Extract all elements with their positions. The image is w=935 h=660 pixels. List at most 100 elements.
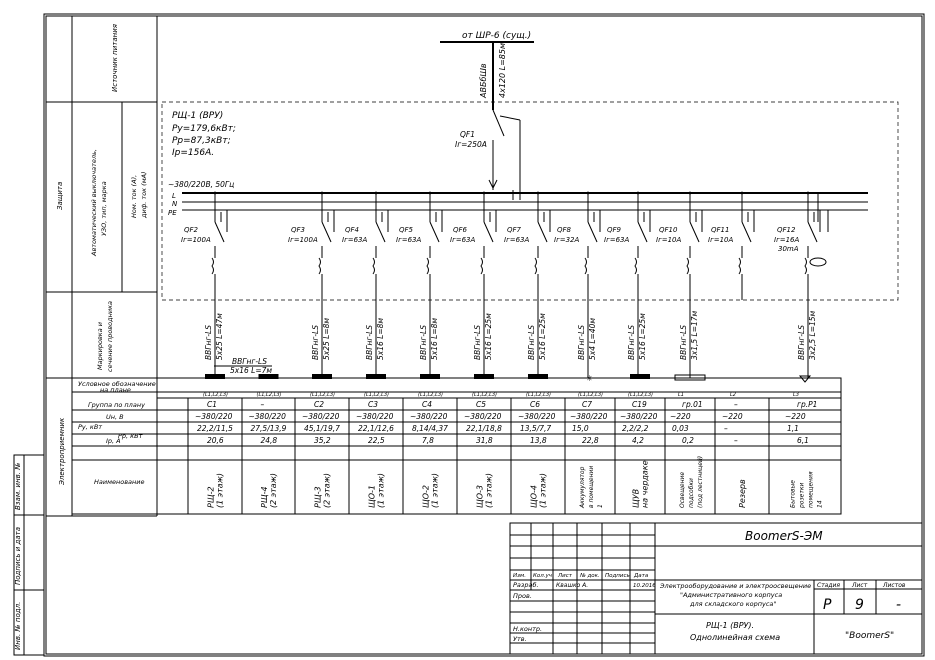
- cell-current: 20,6: [207, 436, 224, 445]
- cell-un: ~380/220: [410, 412, 448, 421]
- tb-razrab-label: Разраб.: [513, 581, 539, 589]
- cable-name: ВВГнг-LS: [365, 325, 374, 360]
- symbol-label: (L1,L2,L3): [628, 392, 653, 398]
- cell-un: ~380/220: [195, 412, 233, 421]
- cell-group: –: [261, 400, 265, 409]
- cable-name: ВВГнг-LS: [204, 325, 213, 360]
- cable-name: ВВГнг-LS: [473, 325, 482, 360]
- cell-un: ~220: [785, 412, 806, 421]
- cell-current: 24,8: [261, 436, 278, 445]
- symbol-label: (L1,L2,L3): [310, 392, 335, 398]
- feeder-cable: АВБбШв: [479, 63, 488, 99]
- panel-voltage: ~380/220В, 50Гц: [168, 180, 234, 189]
- cell-un: ~380/220: [518, 412, 556, 421]
- breaker-contact: [375, 221, 386, 243]
- cell-group: С6: [530, 400, 540, 409]
- title-block: BoomerS-ЭМ Изм. Кол.уч Лист № док. Подпи…: [509, 522, 923, 655]
- breaker-label: QF12: [777, 226, 796, 234]
- consumer-name: 14: [817, 500, 824, 508]
- panel-symbol: [205, 374, 225, 379]
- tb-org: "BoomerS": [845, 631, 894, 641]
- consumer-name: Резерв: [738, 479, 747, 508]
- cable-name: ВВГнг-LS: [679, 325, 688, 360]
- cable-spec: 5х16 L=8м: [376, 318, 385, 360]
- breaker-label: QF6: [453, 226, 468, 234]
- tb-razrab-name: Квашко А.: [556, 582, 588, 589]
- breaker-label: QF5: [399, 226, 414, 234]
- breaker-rating: Iг=10А: [656, 236, 682, 244]
- cable-marker: [211, 257, 214, 275]
- consumer-name: (1 этаж): [377, 473, 386, 508]
- cable-name: ВВГнг-LS: [419, 325, 428, 360]
- breaker-rating: Iг=63А: [504, 236, 530, 244]
- cell-group: С19: [632, 400, 647, 409]
- cell-power: 15,0: [572, 424, 589, 433]
- row-header-name: Наименование: [94, 478, 145, 486]
- tb-header-ndok: № док.: [579, 573, 600, 579]
- breaker-rating: Iг=100А: [181, 236, 211, 244]
- inner-frame: [45, 15, 923, 655]
- feeder: от ШР-6 (сущ.) АВБбШв 4х120 L=85м QF1 Iг…: [440, 31, 534, 200]
- bus-node: [482, 191, 486, 195]
- consumer-name: подсобки: [688, 478, 695, 508]
- cable-spec: 5х16 L=25м: [638, 313, 647, 360]
- breaker-contact: [689, 221, 700, 243]
- cell-current: 6,1: [797, 436, 809, 445]
- cell-group: С5: [476, 400, 486, 409]
- breaker-contact: [429, 221, 440, 243]
- row-header-un: Uн, В: [106, 413, 124, 421]
- cable-name: ВВГнг-LS: [797, 325, 806, 360]
- bus-node: [586, 191, 590, 195]
- cell-group: С2: [314, 400, 324, 409]
- consumer-name: Бытовые: [790, 480, 797, 508]
- cell-group: гр.Р1: [797, 400, 817, 409]
- consumer-name: в помещении: [588, 466, 595, 508]
- cell-power: 2,2/2,2: [622, 424, 649, 433]
- label-marking-1: Маркировка и: [96, 322, 104, 370]
- breaker-contact: [321, 221, 332, 243]
- symbol-label: (L1,L2,L3): [526, 392, 551, 398]
- symbol-label: (L1,L2,L3): [364, 392, 389, 398]
- bus-node: [428, 191, 432, 195]
- panel-symbol: [630, 374, 650, 379]
- row-header-symbol-1: Условное обозначение: [78, 380, 156, 388]
- cable-marker: [426, 257, 429, 275]
- consumer-name: Освещение: [679, 472, 686, 508]
- cable-spec: 5х16 L=25м: [538, 313, 547, 360]
- tb-sheets: -: [896, 597, 901, 613]
- cell-current: 22,8: [582, 436, 599, 445]
- stamp-podpis: Подпись и дата: [14, 527, 22, 585]
- consumer-name: ЩО-4: [530, 485, 539, 508]
- cable-marker: [738, 257, 741, 275]
- symbol-label: L3: [793, 392, 799, 398]
- breaker-contact: [537, 221, 548, 243]
- feeder-cable-spec: 4х120 L=85м: [498, 43, 507, 98]
- cable-marker: [318, 257, 321, 275]
- breaker-label: QF8: [557, 226, 572, 234]
- tb-header-izm: Изм.: [513, 573, 526, 579]
- cell-group: С3: [368, 400, 378, 409]
- consumer-name: Аккумулятор: [579, 466, 586, 509]
- cell-group: С7: [582, 400, 592, 409]
- lamp-symbol: [674, 374, 706, 381]
- tb-utv-label: Утв.: [513, 635, 527, 643]
- breaker-label: QF3: [291, 226, 305, 234]
- cable-marker: [534, 257, 537, 275]
- extra-cable-name: ВВГнг-LS: [232, 357, 267, 366]
- cell-un: ~220: [722, 412, 743, 421]
- cell-power: –: [724, 424, 728, 433]
- consumer-name: помещения: [808, 471, 815, 508]
- cable-spec: 3х2,5 L=15м: [808, 310, 817, 360]
- breaker-rating: Iг=63А: [342, 236, 368, 244]
- bus-label-n: N: [172, 200, 178, 208]
- cable-name: ВВГнг-LS: [311, 325, 320, 360]
- consumer-name: (1 этаж): [539, 473, 548, 508]
- symbol-label: L1: [678, 392, 684, 398]
- cell-current: 35,2: [314, 436, 331, 445]
- label-protection: Защита: [56, 182, 64, 210]
- symbol-label: L2: [730, 392, 736, 398]
- tb-header-list: Лист: [557, 573, 573, 579]
- cell-un: ~380/220: [464, 412, 502, 421]
- panel-symbol: [474, 374, 494, 379]
- cell-current: 0,2: [682, 436, 694, 445]
